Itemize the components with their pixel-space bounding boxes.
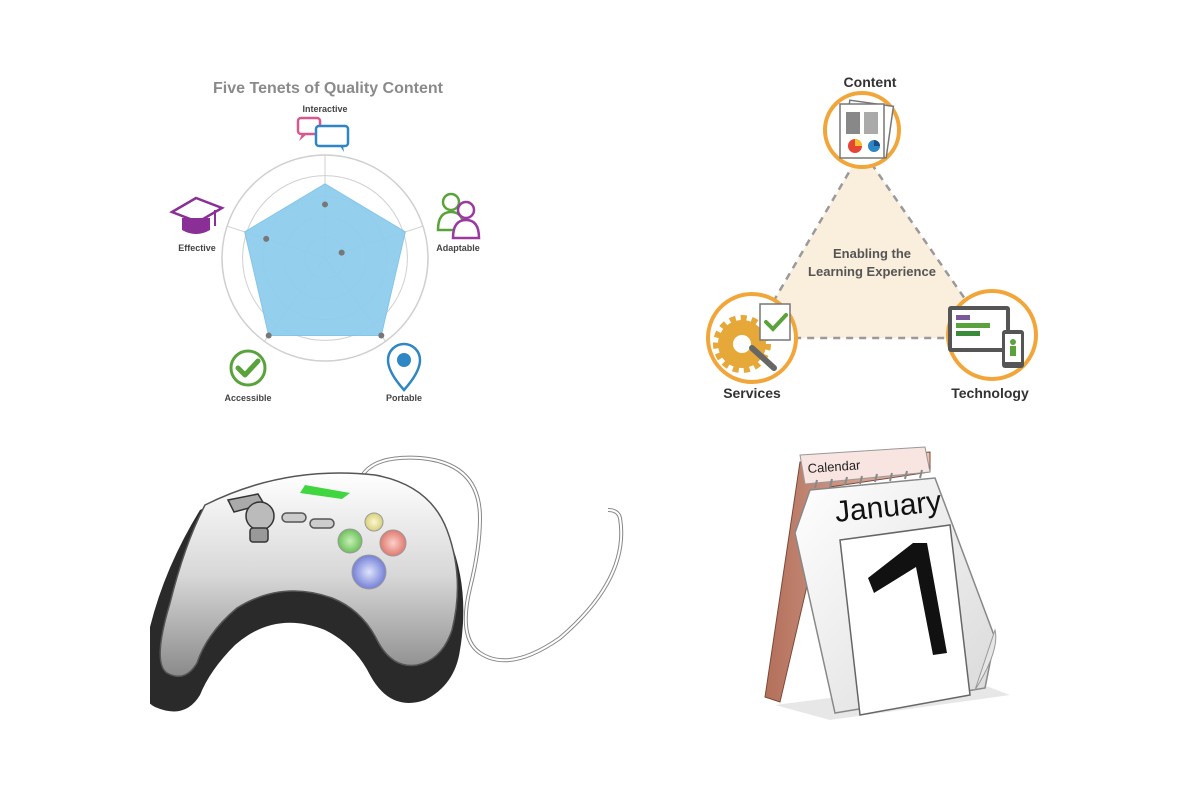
radar-value-shape — [244, 183, 406, 336]
graduation-cap-icon — [169, 196, 225, 234]
radar-title: Five Tenets of Quality Content — [213, 80, 444, 97]
axis-label-accessible: Accessible — [224, 393, 271, 403]
people-icon — [436, 192, 481, 240]
center-line-1: Enabling the — [833, 246, 911, 261]
check-circle-icon — [229, 349, 267, 387]
node-label-technology: Technology — [951, 385, 1029, 401]
axis-label-effective: Effective — [178, 243, 216, 253]
gamepad-icon — [150, 455, 624, 712]
gear-wrench-icon — [713, 303, 791, 373]
technology-node — [946, 289, 1038, 381]
documents-chart-icon — [839, 99, 895, 159]
location-pin-icon — [386, 342, 422, 392]
axis-label-interactive: Interactive — [302, 104, 347, 114]
content-node — [823, 91, 901, 169]
radar-marker — [322, 201, 328, 208]
calendar-day: 1 — [868, 543, 947, 655]
axis-label-adaptable: Adaptable — [436, 243, 480, 253]
center-line-2: Learning Experience — [808, 264, 936, 279]
axis-label-portable: Portable — [386, 393, 422, 403]
devices-icon — [948, 306, 1024, 368]
triangle-shape — [749, 147, 995, 340]
radar-marker — [378, 332, 385, 339]
services-node — [706, 292, 798, 384]
node-label-content: Content — [844, 74, 897, 90]
triangle-diagram: Enabling the Learning Experience Content… — [706, 74, 1038, 401]
node-label-services: Services — [723, 385, 781, 401]
calendar-icon: Calendar January 1 — [764, 446, 1010, 720]
dpad-icon — [226, 493, 275, 543]
radar-marker — [338, 249, 345, 256]
radar-panel: Five Tenets of Quality Content Interacti… — [169, 80, 481, 403]
radar-markers — [263, 201, 385, 339]
calendar-header: Calendar — [807, 457, 861, 476]
speech-bubbles-icon — [296, 116, 350, 152]
radar-marker — [265, 332, 272, 339]
radar-marker — [263, 235, 270, 242]
